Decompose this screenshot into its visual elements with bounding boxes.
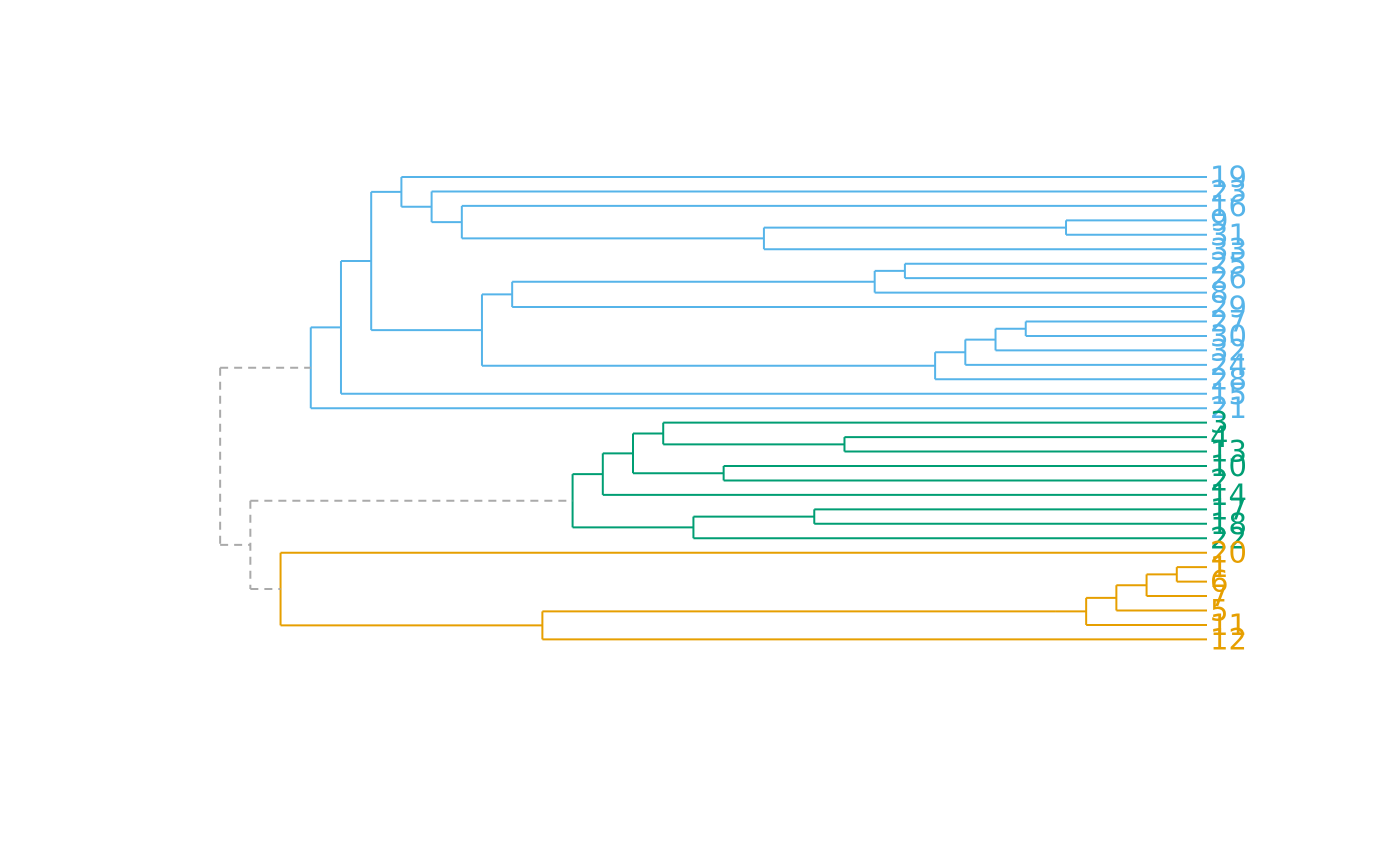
leaf-label: 15 <box>1210 377 1247 411</box>
leaf-label: 22 <box>1210 521 1247 555</box>
leaf-label: 11 <box>1210 608 1247 642</box>
leaf-label: 31 <box>1210 218 1247 252</box>
leaf-label: 3 <box>1210 406 1228 440</box>
leaf-label: 32 <box>1210 333 1247 367</box>
leaf-label: 20 <box>1210 536 1247 570</box>
leaf-label: 26 <box>1210 261 1247 295</box>
leaf-label: 29 <box>1210 290 1247 324</box>
leaf-label: 30 <box>1210 319 1247 353</box>
leaf-labels: 1923169313325268292730322428152134131021… <box>1210 160 1247 656</box>
leaf-label: 6 <box>1210 565 1228 599</box>
leaf-label: 21 <box>1210 391 1247 425</box>
leaf-label: 9 <box>1210 203 1228 237</box>
leaf-label: 14 <box>1210 478 1247 512</box>
leaf-label: 18 <box>1210 507 1247 541</box>
leaf-label: 25 <box>1210 247 1247 281</box>
leaf-label: 19 <box>1210 160 1247 194</box>
leaf-label: 5 <box>1210 594 1228 628</box>
leaf-label: 4 <box>1210 420 1228 454</box>
leaf-label: 33 <box>1210 232 1247 266</box>
leaf-label: 28 <box>1210 362 1247 396</box>
leaf-label: 10 <box>1210 449 1247 483</box>
leaf-label: 13 <box>1210 435 1247 469</box>
leaf-label: 27 <box>1210 305 1247 339</box>
leaf-label: 23 <box>1210 174 1247 208</box>
leaf-label: 16 <box>1210 189 1247 223</box>
leaf-label: 12 <box>1210 622 1247 656</box>
leaf-label: 24 <box>1210 348 1247 382</box>
branches <box>219 176 1207 641</box>
leaf-label: 7 <box>1210 579 1228 613</box>
leaf-label: 8 <box>1210 276 1228 310</box>
leaf-label: 2 <box>1210 463 1228 497</box>
leaf-label: 1 <box>1210 550 1228 584</box>
leaf-label: 17 <box>1210 492 1247 526</box>
